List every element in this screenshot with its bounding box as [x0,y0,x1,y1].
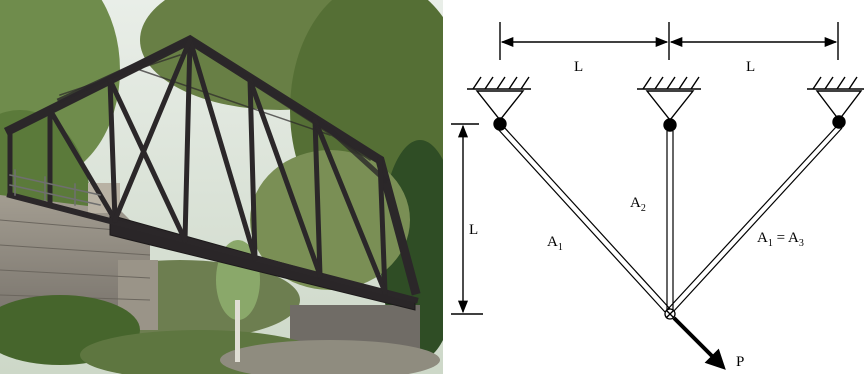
side-dimension [451,123,483,315]
truss-diagram-svg: L L [451,22,864,370]
foreground-bushes [0,240,440,374]
pin-support-right [807,76,864,129]
top-dim-right-label: L [746,59,755,75]
pin-support-middle [637,76,701,132]
bottom-joint [664,308,676,320]
label-bar-middle: A2 [630,195,646,214]
load-label: P [736,354,744,370]
load-arrow [672,316,726,370]
top-dim-left-label: L [574,59,583,75]
truss-bridge-illustration [0,0,443,374]
truss-diagram: L L [443,0,864,374]
bar-right [666,126,843,313]
pin-support-left [467,76,531,131]
bar-left [496,125,672,313]
label-bar-left: A1 [547,234,563,253]
truss-bridge-photo [0,0,443,374]
side-dim-label: L [469,222,478,238]
top-dimension [499,22,839,60]
label-bar-right-equation: A1 = A3 [757,230,804,249]
bar-middle [666,131,674,312]
truss-bridge [3,34,421,311]
